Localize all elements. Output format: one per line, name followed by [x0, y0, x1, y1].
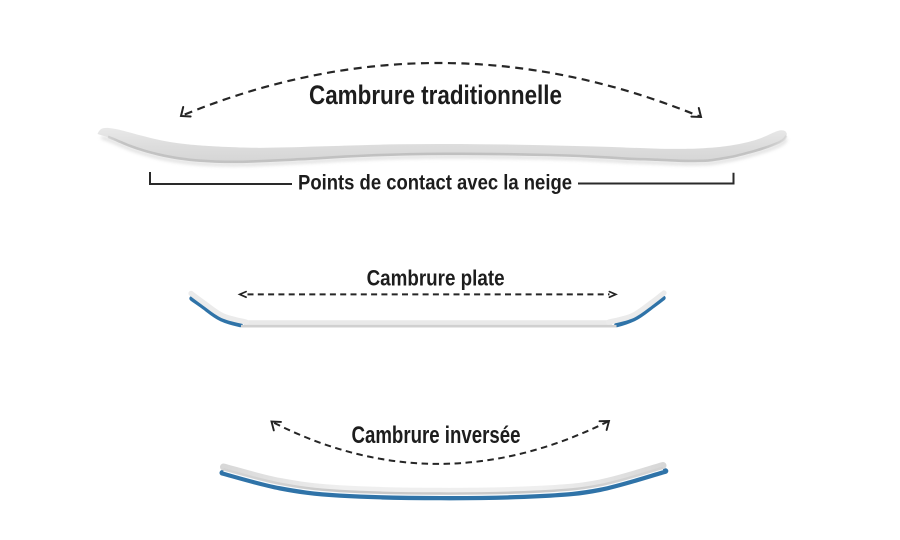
svg-text:Cambrure traditionnelle: Cambrure traditionnelle — [309, 80, 562, 110]
svg-text:Points de contact avec la neig: Points de contact avec la neige — [298, 172, 572, 195]
svg-text:Cambrure plate: Cambrure plate — [367, 266, 505, 291]
svg-text:Cambrure inversée: Cambrure inversée — [352, 422, 521, 449]
